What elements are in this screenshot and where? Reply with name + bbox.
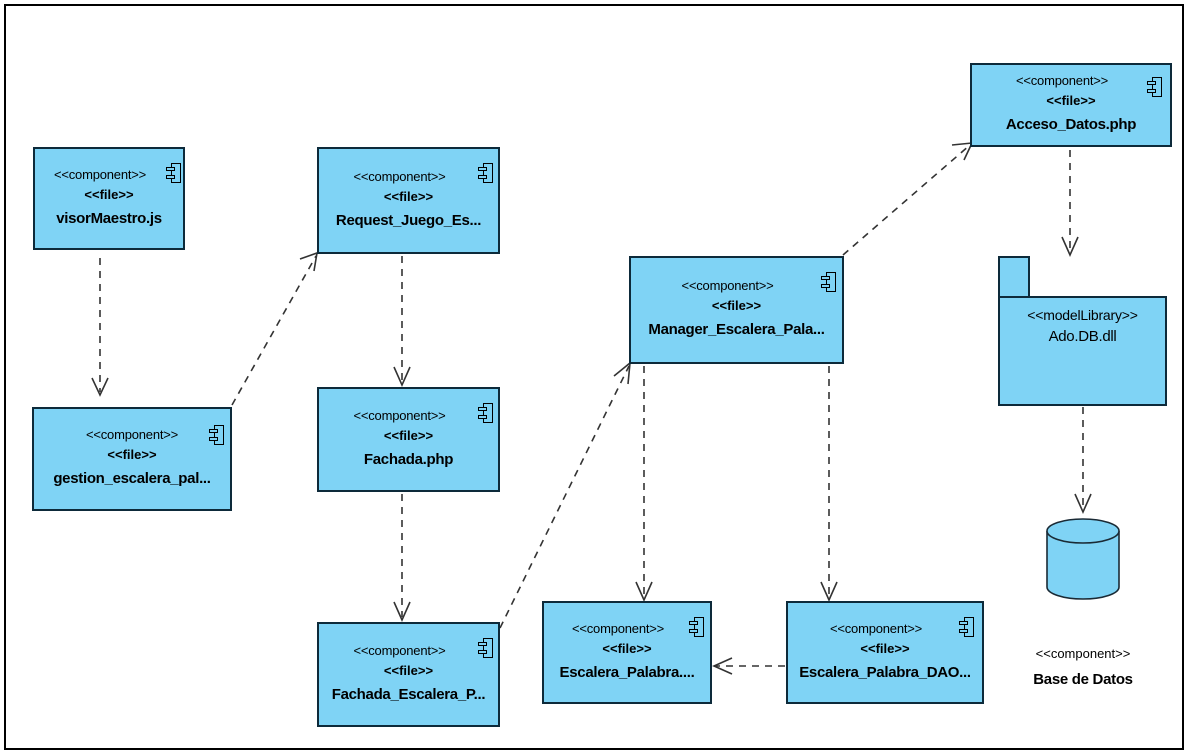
file-stereotype: <<file>>: [602, 640, 652, 656]
component-escalera-palabra[interactable]: <<component>> <<file>> Escalera_Palabra.…: [542, 601, 712, 704]
arrowhead-gestion: [91, 377, 109, 397]
component-name: visorMaestro.js: [56, 209, 162, 227]
file-stereotype: <<file>>: [84, 186, 134, 202]
library-stereotype: <<modelLibrary>>: [1027, 307, 1138, 323]
component-name: Acceso_Datos.php: [1005, 116, 1137, 133]
component-fachada-escalera[interactable]: <<component>> <<file>> Fachada_Escalera_…: [317, 622, 500, 727]
arrowhead-fachada: [393, 366, 411, 387]
component-icon: [478, 163, 493, 183]
arrowhead-escalera: [635, 581, 653, 602]
component-stereotype: <<component>>: [681, 278, 774, 293]
component-gestion-escalera[interactable]: <<component>> <<file>> gestion_escalera_…: [32, 407, 232, 511]
component-icon: [209, 425, 224, 445]
dep-manager-acceso: [842, 144, 971, 256]
component-stereotype: <<component>>: [353, 407, 446, 423]
component-name: Manager_Escalera_Pala...: [648, 321, 825, 338]
library-name: Ado.DB.dll: [1048, 328, 1117, 345]
file-stereotype: <<file>>: [107, 447, 157, 462]
arrowhead-library: [1061, 236, 1079, 257]
database-stereotype: <<component>>: [1035, 646, 1131, 661]
arrowhead-dao: [820, 581, 838, 602]
component-name: Fachada.php: [363, 450, 454, 468]
file-stereotype: <<file>>: [1046, 93, 1096, 108]
component-icon: [1147, 77, 1162, 97]
component-name: Escalera_Palabra_DAO...: [799, 663, 971, 681]
component-stereotype: <<component>>: [1015, 73, 1109, 88]
component-name: Fachada_Escalera_P...: [331, 685, 486, 703]
component-stereotype: <<component>>: [85, 427, 179, 442]
database-icon: [1046, 518, 1120, 600]
dep-gestion-request: [231, 255, 317, 406]
component-icon: [166, 163, 181, 183]
arrowhead-fachadaesc: [393, 601, 411, 622]
component-fachada[interactable]: <<component>> <<file>> Fachada.php: [317, 387, 500, 492]
arrowhead-dao-escalera: [712, 657, 733, 675]
file-stereotype: <<file>>: [383, 662, 434, 678]
component-icon: [821, 272, 836, 292]
component-stereotype: <<component>>: [353, 642, 446, 658]
component-name: gestion_escalera_pal...: [53, 470, 211, 487]
component-escalera-palabra-dao[interactable]: <<component>> <<file>> Escalera_Palabra_…: [786, 601, 984, 704]
component-stereotype: <<component>>: [571, 620, 665, 636]
component-visormaestro[interactable]: <<component>> <<file>> visorMaestro.js: [33, 147, 185, 250]
database-name[interactable]: Base de Datos: [1033, 671, 1133, 688]
model-library-ado[interactable]: <<modelLibrary>> Ado.DB.dll: [998, 296, 1167, 406]
component-icon: [689, 617, 704, 637]
component-request-juego[interactable]: <<component>> <<file>> Request_Juego_Es.…: [317, 147, 500, 254]
file-stereotype: <<file>>: [711, 298, 762, 313]
file-stereotype: <<file>>: [383, 188, 434, 204]
dep-fachadaesc-manager: [499, 365, 630, 629]
file-stereotype: <<file>>: [860, 640, 910, 656]
component-icon: [959, 617, 974, 637]
component-stereotype: <<component>>: [353, 168, 446, 184]
component-icon: [478, 638, 493, 658]
arrowhead-database: [1074, 493, 1092, 514]
component-manager-escalera[interactable]: <<component>> <<file>> Manager_Escalera_…: [629, 256, 844, 364]
component-acceso-datos[interactable]: <<component>> <<file>> Acceso_Datos.php: [970, 63, 1172, 147]
component-icon: [478, 403, 493, 423]
component-stereotype: <<component>>: [829, 620, 923, 636]
component-stereotype: <<component>>: [53, 166, 147, 182]
component-name: Request_Juego_Es...: [335, 211, 482, 229]
component-name: Escalera_Palabra....: [559, 663, 695, 681]
file-stereotype: <<file>>: [383, 427, 434, 443]
model-library-tab: [998, 256, 1030, 298]
